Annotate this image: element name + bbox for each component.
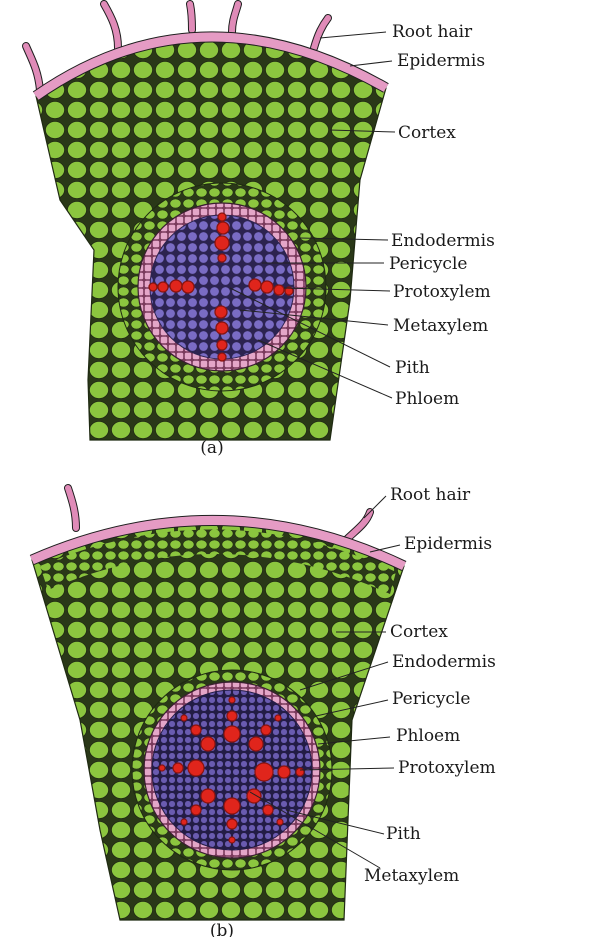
figure-a: (a) Root hair Epidermis Cortex Endodermi… [22,0,495,458]
caption-a: (a) [200,438,223,458]
hypodermal-band-b [40,529,396,594]
label-endodermis-a: Endodermis [391,231,495,251]
leaders-b [249,495,401,869]
label-cortex-a: Cortex [398,123,456,143]
label-protoxylem-b: Protoxylem [398,758,496,778]
label-protoxylem-a: Protoxylem [393,282,491,302]
label-pericycle-a: Pericycle [389,254,467,274]
label-metaxylem-b: Metaxylem [364,866,459,886]
xylem-b [158,696,305,844]
label-pericycle-b: Pericycle [392,689,470,709]
label-epidermis-b: Epidermis [404,534,492,554]
label-pith-b: Pith [386,824,421,844]
label-pith-a: Pith [395,358,430,378]
caption-b: (b) [210,921,234,937]
label-phloem-b: Phloem [396,726,460,746]
label-phloem-a: Phloem [395,389,459,409]
label-epidermis-a: Epidermis [397,51,485,71]
label-metaxylem-a: Metaxylem [393,316,488,336]
leaders-a [229,31,396,399]
label-root-hair-b: Root hair [390,485,471,505]
label-endodermis-b: Endodermis [392,652,496,672]
figure-b: (b) Root hair Epidermis Cortex Endodermi… [29,484,496,937]
xylem-a [148,212,294,362]
root-hairs-a [22,0,332,94]
label-root-hair-a: Root hair [392,22,473,42]
label-cortex-b: Cortex [390,622,448,642]
